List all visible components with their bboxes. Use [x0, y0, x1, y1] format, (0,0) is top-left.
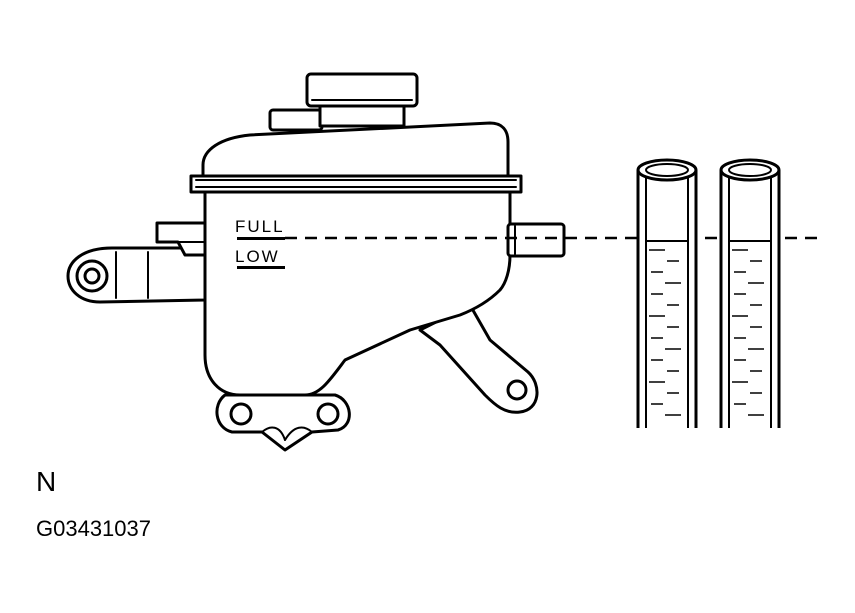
full-level-label: FULL: [235, 217, 285, 236]
level-marks: FULL LOW: [235, 217, 285, 269]
right-mount-bracket: [418, 303, 539, 414]
left-mount-bracket: [66, 246, 207, 304]
top-nozzle: [268, 108, 324, 132]
low-level-label: LOW: [235, 247, 280, 266]
sight-tube-right: [719, 158, 781, 428]
left-mount-hole: [75, 259, 109, 293]
low-level-line: [237, 266, 285, 269]
tank-flange: [189, 174, 523, 194]
bottom-left-hole: [229, 402, 253, 426]
bottom-right-hole: [316, 402, 340, 426]
bottom-mount-tabs: [215, 393, 351, 452]
cap-icon: [305, 72, 419, 108]
sight-tube-left: [636, 158, 698, 428]
right-mount-hole: [506, 379, 528, 401]
view-label: N: [36, 466, 57, 497]
filler-cap: [305, 72, 419, 128]
figure-code: G03431037: [36, 516, 151, 541]
full-level-line: [237, 237, 285, 240]
tank-upper-dome: [201, 121, 510, 178]
right-outlet-pipe: [506, 222, 566, 258]
